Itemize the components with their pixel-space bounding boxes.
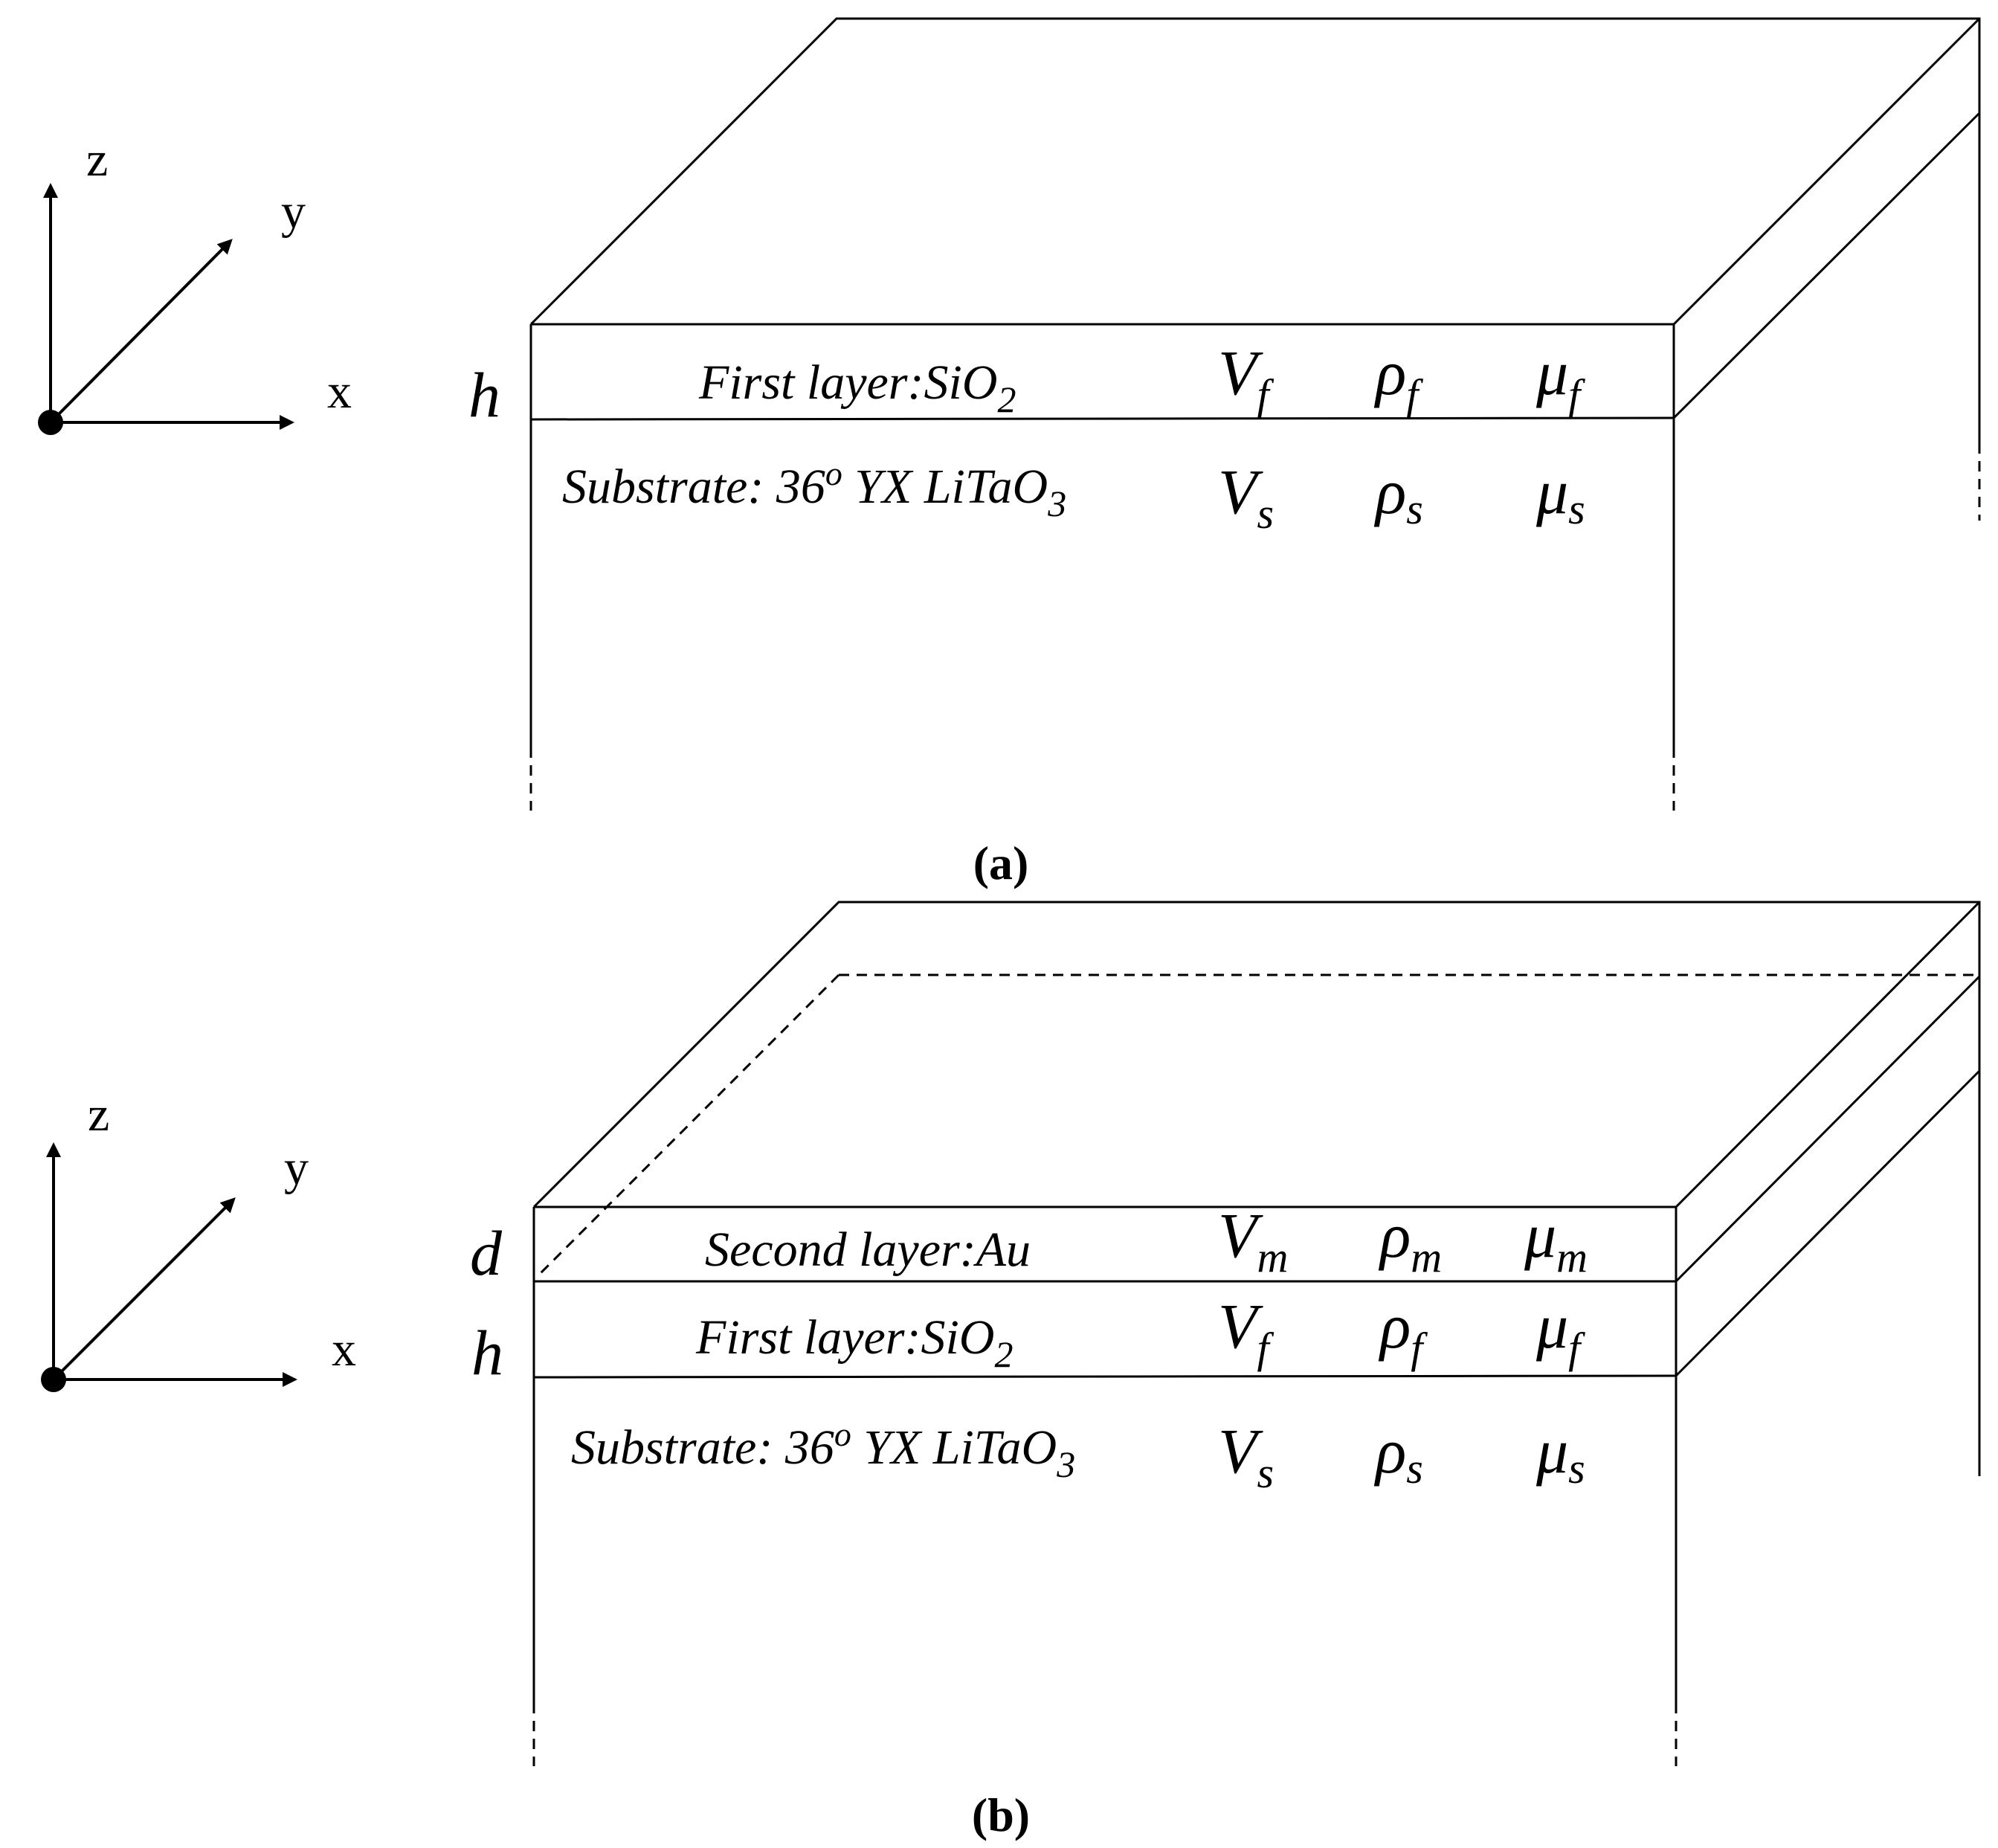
axis-triad-a: z y x — [38, 132, 352, 435]
panel-a-caption: (a) — [973, 837, 1029, 889]
substrate-label: Substrate: 36o YX LiTaO3 — [571, 1415, 1075, 1485]
top-face-back — [532, 901, 1981, 1476]
first-layer-shear-modulus: μf — [1535, 1290, 1585, 1372]
substrate-density: ρs — [1373, 456, 1423, 533]
layer-block-a — [529, 17, 1981, 811]
substrate-shear-modulus: μs — [1535, 1415, 1585, 1493]
x-axis-label: x — [332, 1322, 356, 1377]
top-face-right-edge — [1675, 901, 1981, 1208]
y-axis-arrow — [49, 239, 233, 424]
top-face-right-edge — [1672, 17, 1981, 326]
y-axis-label: y — [281, 184, 306, 239]
first-layer-shear-modulus: μf — [1535, 337, 1585, 419]
substrate-velocity: Vs — [1218, 456, 1274, 538]
y-axis-arrow — [52, 1197, 236, 1381]
second-layer-velocity: Vm — [1218, 1200, 1288, 1281]
thickness-label-h: h — [471, 1317, 503, 1388]
second-layer-shear-modulus: μm — [1524, 1200, 1588, 1281]
first-layer-label: First layer:SiO2 — [695, 1310, 1013, 1375]
side-sio2-substrate-interface — [1675, 1069, 1981, 1377]
thickness-label-d: d — [470, 1217, 503, 1289]
x-axis-label: x — [327, 364, 352, 419]
z-axis-label: z — [88, 1087, 109, 1142]
first-layer-density: ρf — [1373, 337, 1423, 419]
first-layer-velocity: Vf — [1218, 337, 1274, 419]
substrate-shear-modulus: μs — [1535, 456, 1585, 533]
first-layer-label: First layer:SiO2 — [698, 355, 1016, 420]
top-face-back — [529, 17, 1981, 443]
first-layer-density: ρf — [1378, 1290, 1428, 1372]
side-au-sio2-interface — [1675, 975, 1981, 1283]
panel-b: z y x d h Second layer:Au Vm ρm μm — [41, 901, 1981, 1841]
second-layer-density: ρm — [1378, 1200, 1442, 1281]
second-layer-label: Second layer:Au — [705, 1223, 1031, 1277]
thickness-label-h: h — [468, 359, 500, 431]
y-axis-label: y — [284, 1141, 309, 1195]
panel-a: z y x h First layer:SiO2 Vf ρf μf Substr… — [38, 17, 1981, 889]
first-layer-velocity: Vf — [1218, 1290, 1274, 1372]
z-axis-label: z — [86, 132, 108, 187]
sio2-substrate-interface-line — [533, 1374, 1677, 1379]
substrate-density: ρs — [1373, 1415, 1423, 1493]
substrate-velocity: Vs — [1218, 1415, 1274, 1497]
axis-triad-b: z y x — [41, 1087, 356, 1392]
layer-block-b — [532, 901, 1981, 1766]
substrate-label: Substrate: 36o YX LiTaO3 — [562, 454, 1066, 524]
side-interface-line — [1672, 112, 1981, 419]
layer-interface-line — [530, 416, 1675, 421]
panel-b-caption: (b) — [972, 1789, 1030, 1841]
